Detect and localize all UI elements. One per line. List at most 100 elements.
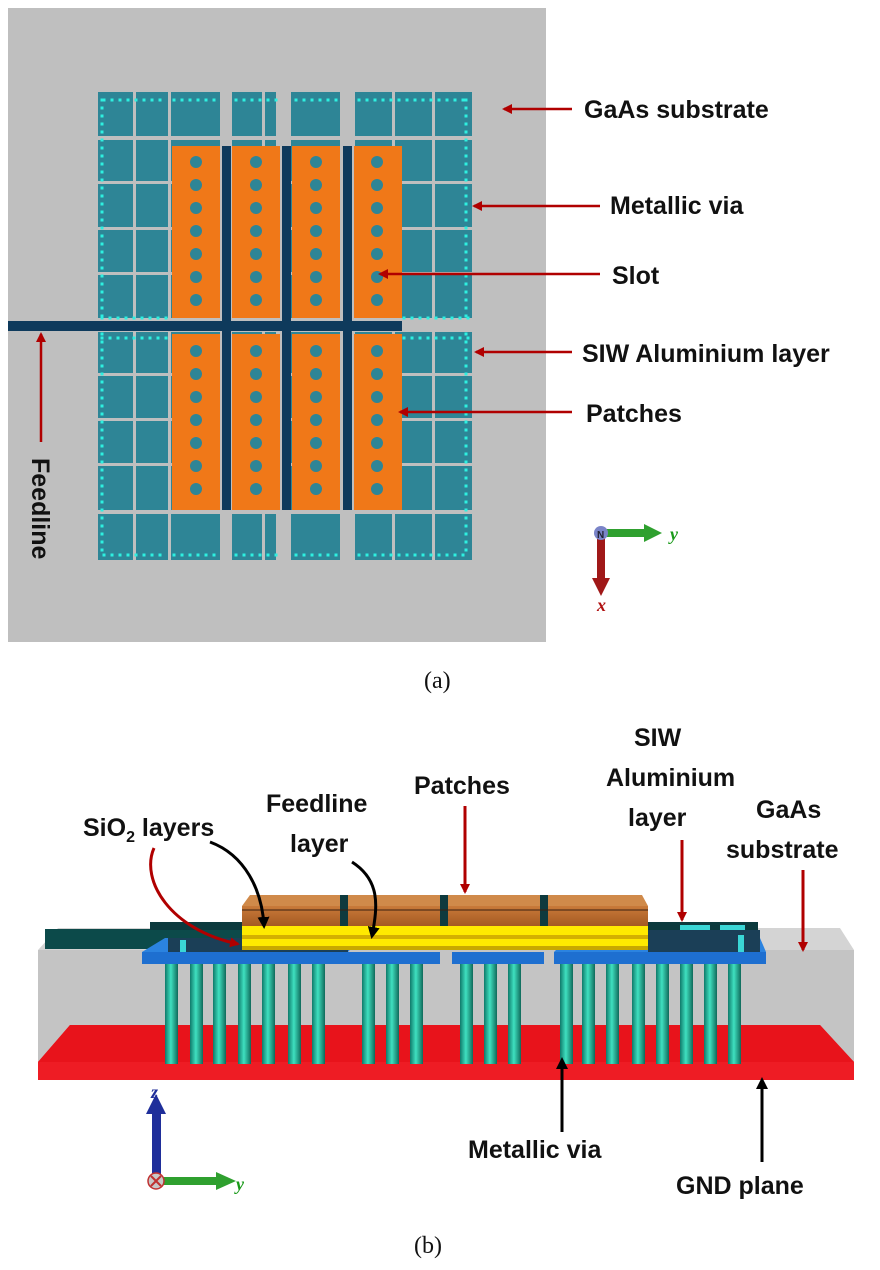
slot-circle [250,460,262,472]
via-dot [464,290,468,294]
via-column [508,962,521,1064]
via-column [460,962,473,1064]
slot-circle [310,248,322,260]
label-patches-b: Patches [414,772,510,800]
via-dot [100,412,104,416]
via-dot [464,388,468,392]
slot-circle [310,414,322,426]
via-dot [100,250,104,254]
slot-circle [371,483,383,495]
via-dot [294,98,298,102]
caption-b: (b) [414,1233,442,1259]
via-dot [188,553,192,557]
via-dot [156,316,160,320]
slot-circle [310,483,322,495]
via-dot [100,476,104,480]
via-dot [142,553,146,557]
via-dot [464,428,468,432]
via-dot [464,298,468,302]
via-dot [100,290,104,294]
via-dot [397,98,401,102]
via-dot [126,553,130,557]
via-column [312,962,325,1064]
via-dot [464,314,468,318]
via-dot [100,444,104,448]
via-dot [464,202,468,206]
slot-circle [190,437,202,449]
axis-triad-b: z y [146,1082,245,1194]
label-metallic-via: Metallic via [610,192,744,220]
slot-circle [250,225,262,237]
via-column [560,962,573,1064]
via-dot [464,468,468,472]
via-dot [100,532,104,536]
label-slot: Slot [612,262,660,290]
via-dot [266,553,270,557]
metallic-vias-side [165,962,741,1064]
via-dot [464,274,468,278]
slot-circle [190,271,202,283]
via-dot [132,316,136,320]
via-dot [100,380,104,384]
via-dot [150,553,154,557]
via-dot [118,98,122,102]
via-dot [418,316,422,320]
via-dot [196,553,200,557]
via-dot [464,250,468,254]
via-column [213,962,226,1064]
via-dot [405,553,409,557]
label-gaas-2: substrate [726,836,839,864]
via-dot [466,336,470,340]
via-dot [100,492,104,496]
via-dot [100,258,104,262]
via-dot [158,98,162,102]
feedline-top [8,321,402,331]
via-dot [464,404,468,408]
slot-circle [250,414,262,426]
via-column [288,962,301,1064]
via-dot [100,162,104,166]
label-gnd-plane: GND plane [676,1172,804,1200]
via-column [190,962,203,1064]
via-dot [318,98,322,102]
via-dot [458,316,462,320]
via-dot [464,114,468,118]
via-dot [389,98,393,102]
via-dot [100,122,104,126]
callout-arrows-a [36,104,600,442]
via-dot [100,154,104,158]
via-column [410,962,423,1064]
slot-circle [190,460,202,472]
via-dot [429,553,433,557]
slot-circle [371,437,383,449]
via-dot [402,316,406,320]
via-dot [381,98,385,102]
via-dot [140,316,144,320]
via-dot [464,380,468,384]
slot-circle [190,483,202,495]
via-dot [100,210,104,214]
via-dot [100,436,104,440]
via-dot [464,492,468,496]
via-dot [100,420,104,424]
via-dot [164,316,168,320]
via-dot [389,553,393,557]
slot-circle [371,225,383,237]
via-dot [100,516,104,520]
slot-circle [190,156,202,168]
slot-circle [250,179,262,191]
via-dot [310,553,314,557]
via-dot [413,98,417,102]
via-column [386,962,399,1064]
via-column [582,962,595,1064]
via-dot [464,460,468,464]
via-dot [437,98,441,102]
via-dot [100,460,104,464]
via-dot [188,98,192,102]
via-dot [464,372,468,376]
via-dot [100,452,104,456]
via-dot [381,553,385,557]
via-dot [402,336,406,340]
via-dot [140,336,144,340]
via-dot [365,98,369,102]
